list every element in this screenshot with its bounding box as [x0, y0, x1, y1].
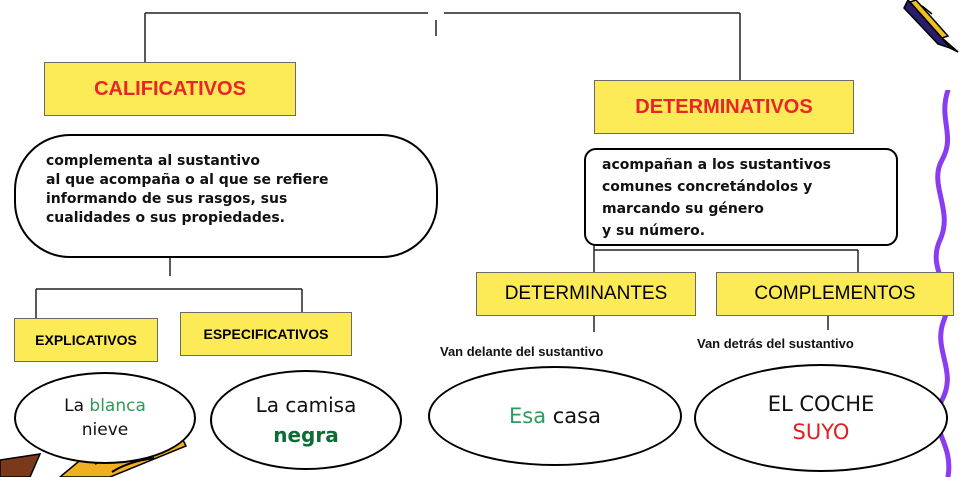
example-line: La camisa	[255, 393, 357, 417]
complementos-example: EL COCHE SUYO	[694, 364, 948, 472]
determinantes-label: DETERMINANTES	[504, 283, 668, 304]
description-line: y su número.	[602, 223, 706, 239]
description-line: al que acompaña o al que se refiere	[46, 172, 329, 188]
calificativos-title: CALIFICATIVOS	[94, 77, 246, 100]
explicativos-label: EXPLICATIVOS	[35, 332, 137, 348]
especificativos-label: ESPECIFICATIVOS	[203, 326, 329, 342]
determinantes-box: DETERMINANTES	[476, 272, 696, 316]
complementos-label: COMPLEMENTOS	[754, 283, 916, 304]
example-highlight: Esa	[509, 404, 547, 428]
example-highlight: negra	[273, 423, 339, 447]
explicativos-example: La blanca nieve	[14, 372, 196, 464]
description-line: cualidades o sus propiedades.	[46, 210, 285, 226]
pencil-icon	[903, 0, 959, 53]
description-line: marcando su género	[602, 201, 764, 217]
example-line: Esa casa	[509, 404, 601, 428]
especificativos-box: ESPECIFICATIVOS	[180, 312, 352, 356]
description-line: comunes concretándolos y	[602, 179, 813, 195]
example-highlight: SUYO	[792, 420, 850, 444]
example-line: La blanca	[64, 394, 146, 418]
determinativos-box: DETERMINATIVOS	[594, 80, 854, 134]
example-text: casa	[546, 404, 601, 428]
description-line: complementa al sustantivo	[46, 153, 260, 169]
especificativos-example: La camisa negra	[210, 370, 402, 470]
description-line: acompañan a los sustantivos	[602, 157, 831, 173]
determinantes-example: Esa casa	[428, 366, 682, 466]
description-line: informando de sus rasgos, sus	[46, 191, 288, 207]
example-highlight: blanca	[89, 396, 146, 416]
example-text: La	[64, 396, 90, 416]
example-line: nieve	[81, 420, 129, 440]
calificativos-description: complementa al sustantivo al que acompañ…	[14, 134, 438, 258]
complementos-caption: Van detrás del sustantivo	[697, 336, 854, 351]
determinantes-caption: Van delante del sustantivo	[440, 344, 604, 359]
explicativos-box: EXPLICATIVOS	[14, 318, 158, 362]
example-line: EL COCHE	[767, 392, 875, 416]
complementos-box: COMPLEMENTOS	[716, 272, 954, 316]
calificativos-box: CALIFICATIVOS	[44, 62, 296, 116]
determinativos-title: DETERMINATIVOS	[635, 95, 813, 118]
determinativos-description: acompañan a los sustantivos comunes conc…	[584, 148, 898, 246]
